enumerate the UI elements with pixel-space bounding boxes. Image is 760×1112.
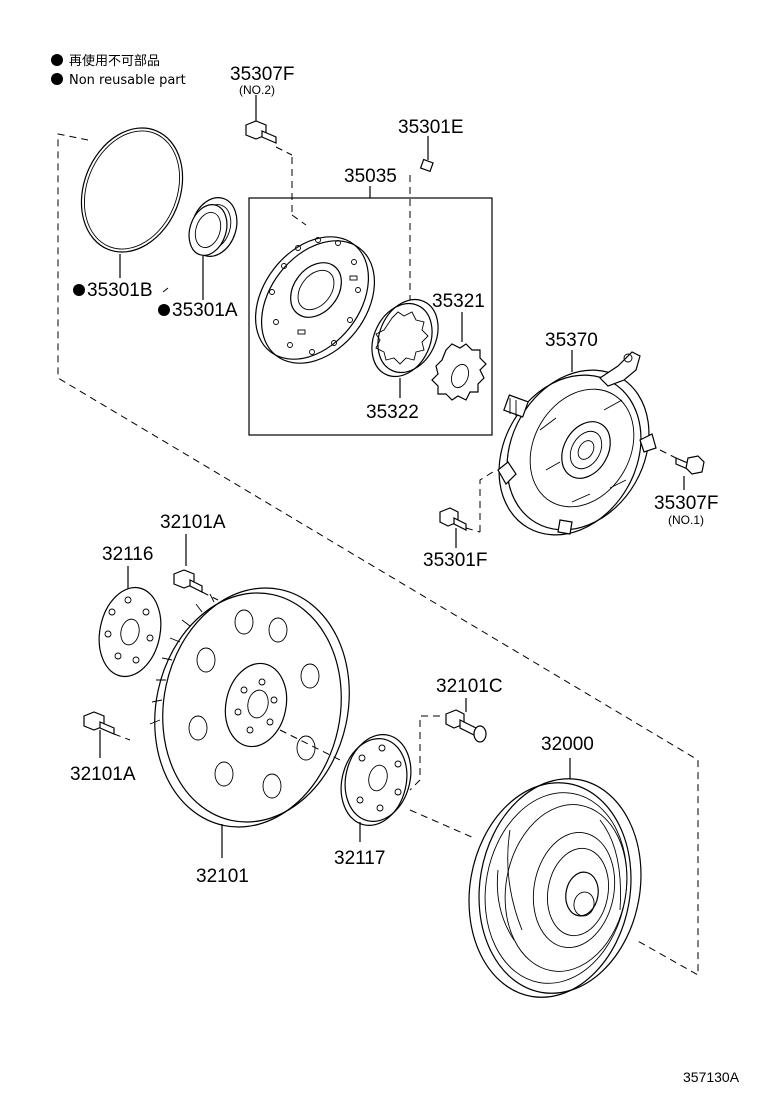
sublabel-no2: (NO.2) — [239, 83, 275, 97]
non-reusable-bullet-icon — [51, 73, 63, 85]
oil-seal-35301a — [188, 197, 238, 300]
label-35301f: 35301F — [423, 550, 487, 571]
label-32101a-left: 32101A — [70, 764, 136, 785]
label-32101a-top: 32101A — [160, 512, 226, 533]
o-ring-35301b — [80, 127, 184, 278]
sublabel-no1: (NO.1) — [668, 513, 704, 527]
torque-converter-32000 — [468, 758, 642, 998]
label-35321: 35321 — [432, 291, 485, 312]
label-35035: 35035 — [344, 166, 397, 187]
legend: 再使用不可部品 Non reusable part — [51, 53, 186, 88]
spacer-32117 — [279, 729, 475, 842]
label-35307f-no2: 35307F — [230, 64, 294, 85]
spacer-holes — [356, 744, 402, 812]
non-reusable-mark-icon — [158, 304, 170, 316]
label-32116: 32116 — [102, 544, 153, 565]
label-35307f-no1: 35307F — [654, 493, 718, 514]
label-35322: 35322 — [366, 402, 419, 423]
part-labels: 35307F (NO.2) 35301E 35035 35301B 35301A… — [70, 64, 718, 887]
label-32101: 32101 — [196, 866, 249, 887]
label-35301e: 35301E — [398, 117, 464, 138]
bolt-35301f — [439, 469, 497, 548]
non-reusable-mark-icon — [73, 284, 85, 296]
assembly-guide-lines — [57, 133, 699, 976]
bolt-35307f-no1 — [659, 449, 705, 490]
legend-japanese: 再使用不可部品 — [69, 53, 160, 69]
bolt-32101a-left — [83, 711, 131, 758]
non-reusable-bullet-icon — [51, 54, 63, 66]
pump-body-35370 — [497, 350, 657, 536]
label-32117: 32117 — [334, 848, 385, 869]
label-35370: 35370 — [545, 330, 598, 351]
label-32000: 32000 — [541, 734, 594, 755]
legend-english: Non reusable part — [69, 73, 186, 88]
pump-body-ribs — [539, 399, 627, 503]
label-35301a: 35301A — [172, 300, 238, 321]
spacer-plate-32116 — [98, 566, 162, 678]
pump-plate-bolt-holes — [269, 237, 361, 355]
spacer-plate-holes — [104, 596, 154, 664]
bolt-35307f-no2 — [245, 95, 307, 226]
oil-pump-kit-35035 — [248, 186, 493, 436]
bolt-32101c — [409, 698, 487, 791]
diagram-code: 357130A — [683, 1069, 740, 1085]
label-32101c: 32101C — [436, 676, 503, 697]
drive-plate-32101 — [149, 587, 350, 858]
label-35301b: 35301B — [87, 280, 153, 301]
bolt-32101a-top — [173, 534, 219, 601]
pin-35301e — [409, 136, 434, 310]
